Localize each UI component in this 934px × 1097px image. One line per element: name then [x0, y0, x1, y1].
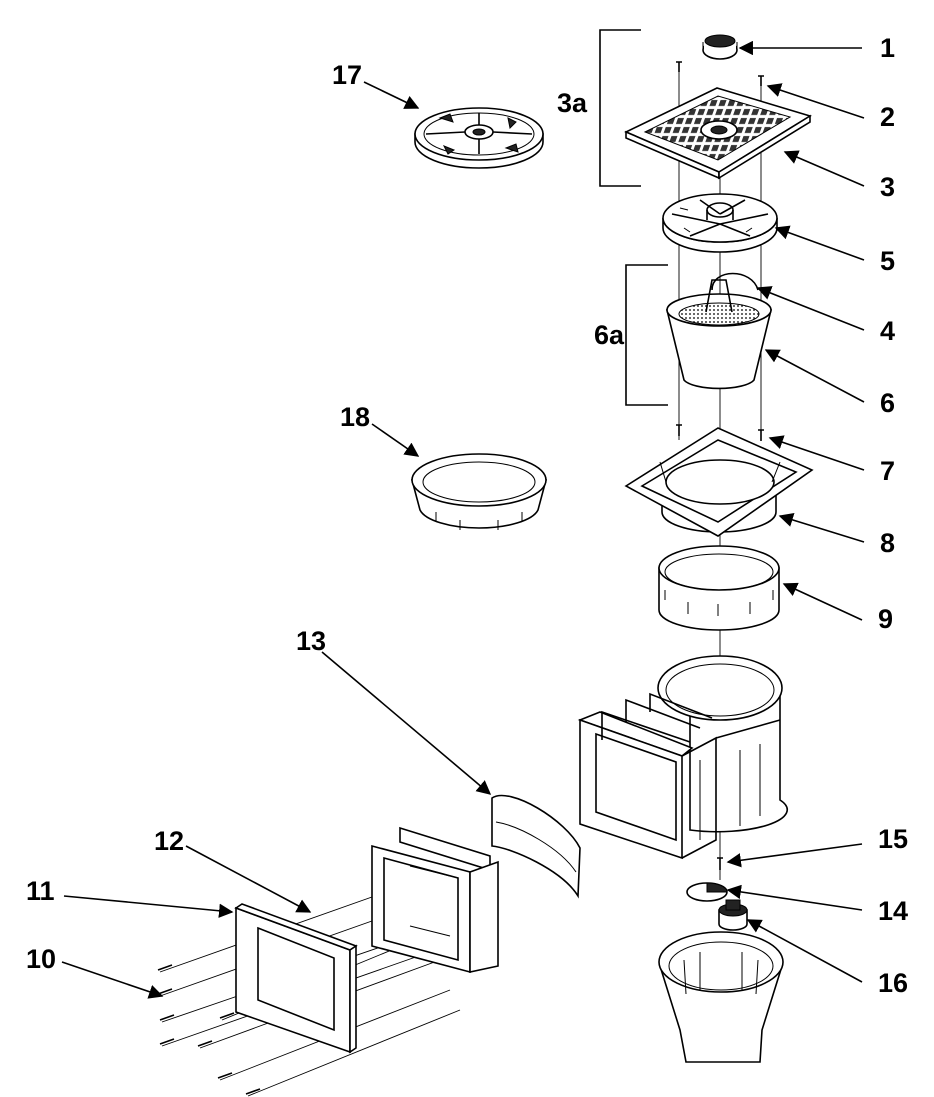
part-17-round-lid — [414, 107, 544, 169]
part-3-grate-lid — [624, 87, 812, 180]
label-2: 2 — [880, 102, 895, 132]
label-13: 13 — [296, 626, 326, 656]
label-14: 14 — [878, 896, 908, 926]
label-15: 15 — [878, 824, 908, 854]
part-16-plug — [718, 899, 748, 931]
leader-9 — [782, 582, 863, 621]
label-17: 17 — [332, 60, 362, 90]
leader-2 — [766, 83, 865, 119]
part-15-screw — [717, 857, 723, 870]
leader-6 — [764, 349, 865, 403]
part-5-diverter — [662, 193, 778, 253]
part-1-cap — [702, 34, 738, 60]
bracket-6a — [625, 264, 668, 406]
part-11-face-plate — [234, 903, 358, 1054]
label-7: 7 — [880, 456, 895, 486]
label-6a: 6a — [594, 320, 625, 350]
leader-15 — [726, 843, 863, 868]
label-3a: 3a — [557, 88, 588, 118]
part-12-gasket-frame — [371, 826, 499, 974]
label-6: 6 — [880, 388, 895, 418]
label-3: 3 — [880, 172, 895, 202]
label-8: 8 — [880, 528, 895, 558]
leader-4 — [756, 286, 865, 331]
label-18: 18 — [340, 402, 370, 432]
part-8-collar-frame — [624, 427, 814, 537]
part-10-screws — [157, 964, 261, 1095]
label-1: 1 — [880, 33, 895, 63]
leader-16 — [746, 919, 863, 983]
leader-5 — [774, 225, 865, 261]
label-4: 4 — [880, 316, 895, 346]
leader-11 — [63, 895, 234, 918]
part-18-adapter-ring — [410, 453, 548, 530]
leader-8 — [778, 512, 865, 543]
leader-7 — [768, 435, 865, 471]
part-7-screws — [676, 424, 764, 441]
bottom-sump — [658, 931, 784, 1063]
label-10: 10 — [26, 944, 56, 974]
label-12: 12 — [154, 826, 184, 856]
part-9-extension-ring — [658, 545, 780, 631]
leader-13 — [321, 651, 492, 795]
part-13-weir — [491, 794, 581, 899]
bracket-3a — [599, 29, 641, 187]
leader-3 — [783, 150, 865, 187]
label-16: 16 — [878, 968, 908, 998]
label-9: 9 — [878, 604, 893, 634]
part-2-screws — [676, 61, 764, 86]
callout-labels: 1 2 3 3a 4 5 6 6a 7 8 9 10 11 12 13 14 1… — [26, 33, 908, 999]
part-6-basket — [665, 272, 773, 390]
leader-17 — [363, 81, 420, 109]
label-11: 11 — [26, 876, 55, 906]
leader-10 — [61, 961, 164, 999]
leader-14 — [726, 884, 863, 911]
part-14-flap — [686, 882, 728, 902]
skimmer-body — [577, 655, 788, 860]
leader-12 — [185, 845, 312, 913]
part-4-handle — [711, 272, 759, 291]
leader-18 — [371, 423, 420, 457]
label-5: 5 — [880, 246, 895, 276]
